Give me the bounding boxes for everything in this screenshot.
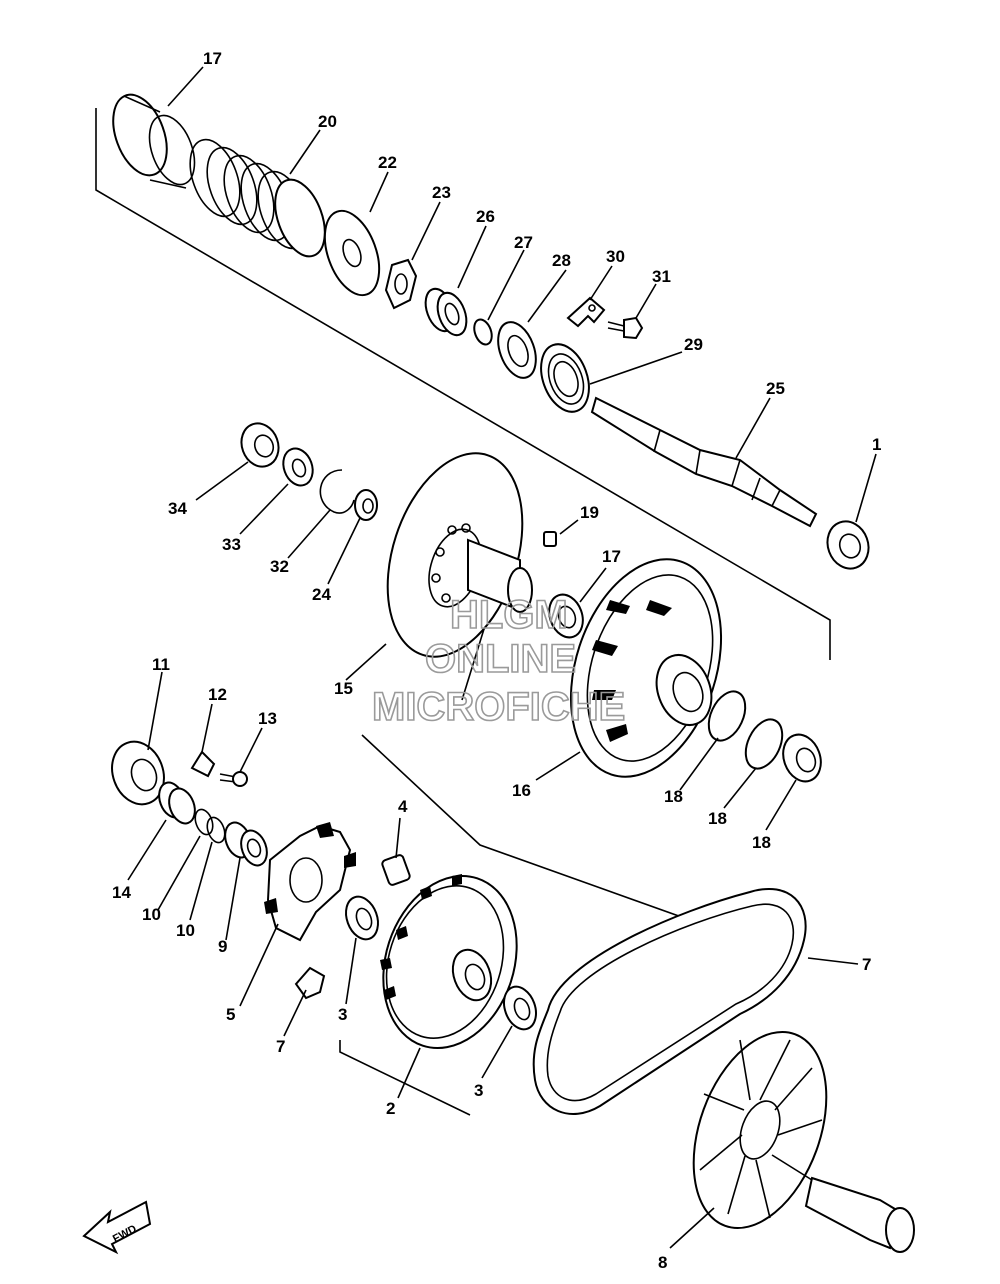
callout-22: 22 — [378, 153, 397, 172]
part-33-bearing — [282, 447, 314, 487]
fwd-arrow-icon: FWD — [82, 1200, 152, 1255]
callout-17-lower: 18 — [752, 833, 771, 852]
part-6-slider — [294, 966, 326, 1000]
callout-33: 33 — [222, 535, 241, 554]
callout-5: 5 — [226, 1005, 235, 1024]
watermark-line-3: MICROFICHE — [372, 685, 625, 729]
part-22-washer — [323, 209, 381, 297]
crankshaft-stub — [804, 1176, 915, 1253]
part-1-bearing — [826, 520, 870, 570]
callout-1: 1 — [872, 435, 881, 454]
callout-19: 19 — [580, 503, 599, 522]
callout-30: 30 — [606, 247, 625, 266]
watermark-line-1: HLGM — [450, 593, 568, 637]
part-34-bearing — [240, 422, 280, 468]
part-8-fixed-pulley — [692, 1030, 828, 1230]
part-29-bearing — [540, 343, 590, 413]
part-32-circlip — [319, 469, 355, 514]
part-20-compression-spring — [189, 138, 326, 258]
callout-29: 29 — [684, 335, 703, 354]
part-27-o-ring — [473, 318, 493, 346]
callout-18-right: 18 — [708, 809, 727, 828]
part-18-o-rings — [707, 690, 784, 770]
callout-21: 17 — [203, 49, 222, 68]
callout-20: 20 — [318, 112, 337, 131]
part-13-screw — [219, 771, 248, 787]
watermark: HLGM ONLINE MICROFICHE — [371, 592, 626, 730]
callout-12: 12 — [208, 685, 227, 704]
part-21-cover-cup — [112, 93, 196, 189]
part-16-sliding-sheave — [569, 558, 723, 778]
callout-17-upper: 17 — [602, 547, 621, 566]
part-3-washer-right — [503, 985, 537, 1031]
callout-9: 9 — [218, 937, 227, 956]
leader-lines — [127, 66, 877, 1249]
callout-18-left: 18 — [664, 787, 683, 806]
callout-25: 25 — [766, 379, 785, 398]
part-15-fixed-sheave — [386, 452, 533, 658]
callout-34: 34 — [168, 499, 187, 518]
callout-24: 24 — [312, 585, 331, 604]
part-28-oil-seal — [497, 321, 537, 379]
callout-3-right: 3 — [474, 1081, 483, 1100]
part-5-cam — [264, 822, 356, 942]
callout-13: 13 — [258, 709, 277, 728]
part-7-v-belt — [532, 887, 807, 1115]
part-14-collar — [158, 781, 196, 825]
part-19-pin — [543, 531, 557, 547]
part-24-collar — [354, 489, 378, 521]
callout-10-right: 10 — [176, 921, 195, 940]
callout-23: 23 — [432, 183, 451, 202]
watermark-line-2: ONLINE — [425, 637, 576, 681]
part-3-washer-left — [345, 895, 379, 941]
callout-14: 14 — [112, 883, 131, 902]
part-2-movable-sheave — [380, 874, 518, 1049]
callout-11: 11 — [152, 655, 170, 674]
callout-28: 28 — [552, 251, 571, 270]
part-31-screw — [607, 316, 644, 340]
part-4-collar — [381, 854, 411, 886]
part-17-oil-seal-lower — [782, 733, 822, 783]
callout-16: 16 — [512, 781, 531, 800]
callout-10-left: 10 — [142, 905, 161, 924]
part-9-spacer — [224, 821, 268, 867]
part-23-nut — [384, 258, 418, 310]
callout-4: 4 — [398, 797, 408, 816]
callout-31: 31 — [652, 267, 671, 286]
part-25-primary-shaft — [590, 396, 818, 528]
callout-26: 26 — [476, 207, 495, 226]
part-10-circlips — [194, 808, 226, 844]
callout-3-left: 3 — [338, 1005, 347, 1024]
part-12-plate — [190, 750, 216, 778]
callout-15: 15 — [334, 679, 353, 698]
part-30-bearing-plate — [566, 296, 606, 328]
callout-2: 2 — [386, 1099, 395, 1118]
part-26-bearing — [424, 287, 468, 337]
callout-7: 7 — [862, 955, 871, 974]
callout-6: 7 — [276, 1037, 285, 1056]
callout-32: 32 — [270, 557, 289, 576]
callout-labels: 17 20 22 23 26 27 28 30 31 29 25 1 34 33… — [112, 49, 881, 1272]
part-17-oil-seal-upper — [548, 593, 584, 639]
callout-8: 8 — [658, 1253, 667, 1272]
callout-27: 27 — [514, 233, 533, 252]
part-11-oil-seal — [111, 740, 165, 806]
